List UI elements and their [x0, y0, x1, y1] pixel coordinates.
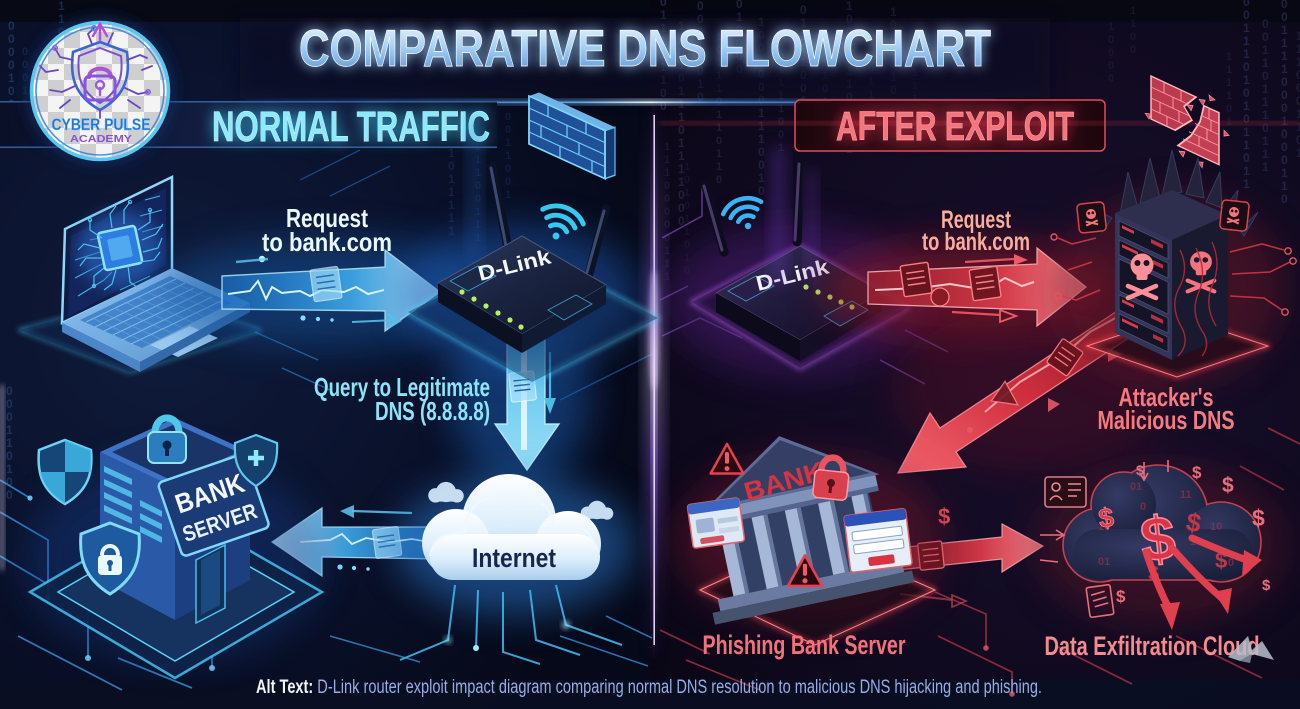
- svg-text:10: 10: [1098, 521, 1110, 533]
- svg-text:Alt Text: D-Link router exploi: Alt Text: D-Link router exploit impact d…: [256, 677, 1042, 698]
- svg-text:to bank.com: to bank.com: [262, 227, 392, 257]
- svg-text:$: $: [1136, 462, 1144, 478]
- svg-text:Request: Request: [286, 203, 368, 233]
- svg-text:$: $: [1116, 587, 1126, 606]
- svg-text:NORMAL TRAFFIC: NORMAL TRAFFIC: [212, 103, 490, 151]
- svg-text:$: $: [1192, 463, 1202, 482]
- svg-text:$: $: [1184, 506, 1204, 538]
- svg-text:Internet: Internet: [472, 543, 556, 573]
- svg-text:01: 01: [1130, 481, 1142, 493]
- svg-text:$: $: [1137, 503, 1179, 575]
- svg-text:COMPARATIVE DNS FLOWCHART: COMPARATIVE DNS FLOWCHART: [299, 20, 991, 78]
- svg-text:11: 11: [1180, 489, 1192, 501]
- svg-text:DNS (8.8.8.8): DNS (8.8.8.8): [375, 396, 490, 426]
- svg-text:Data Exfiltration Cloud: Data Exfiltration Cloud: [1045, 631, 1260, 661]
- svg-text:$: $: [1262, 577, 1271, 594]
- svg-text:CYBER PULSE: CYBER PULSE: [52, 115, 151, 134]
- svg-text:Malicious DNS: Malicious DNS: [1098, 405, 1235, 435]
- svg-text:Request: Request: [941, 206, 1011, 234]
- svg-text:10: 10: [1210, 521, 1222, 533]
- svg-text:Phishing Bank Server: Phishing Bank Server: [703, 630, 906, 660]
- svg-text:0: 0: [1140, 501, 1146, 513]
- svg-text:Query to Legitimate: Query to Legitimate: [314, 372, 490, 402]
- svg-text:01: 01: [1098, 556, 1110, 568]
- svg-text:$: $: [1097, 502, 1116, 534]
- svg-text:0: 0: [1228, 557, 1234, 569]
- svg-text:to bank.com: to bank.com: [922, 228, 1030, 256]
- svg-text:$: $: [1252, 505, 1265, 531]
- svg-text:ACADEMY: ACADEMY: [70, 133, 132, 145]
- svg-text:$: $: [1222, 474, 1234, 497]
- svg-text:AFTER EXPLOIT: AFTER EXPLOIT: [836, 103, 1074, 149]
- svg-text:Attacker's: Attacker's: [1119, 382, 1214, 412]
